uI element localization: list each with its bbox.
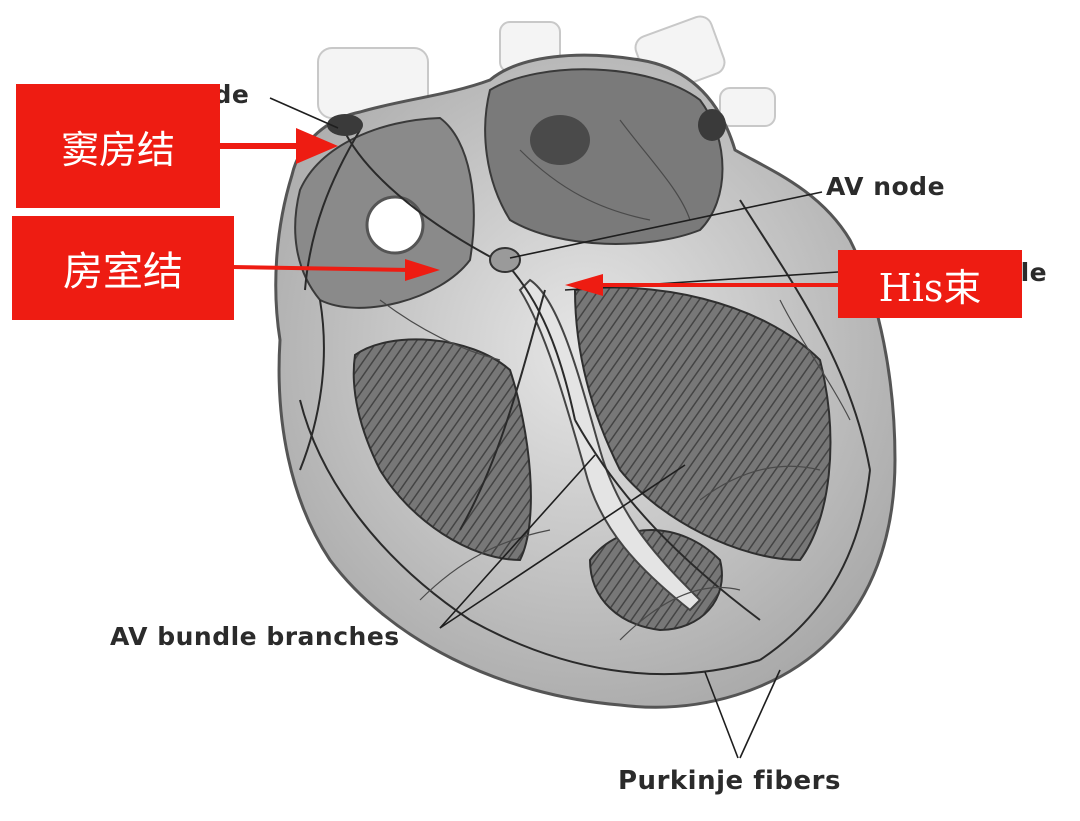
label-purkinje-fibers: Purkinje fibers — [618, 766, 841, 796]
av-node — [489, 247, 521, 273]
annotation-arrows — [218, 128, 840, 296]
annotation-av-node-text: 房室结 — [63, 249, 183, 295]
annotation-his-bundle: His束 — [838, 250, 1022, 318]
septum — [518, 278, 702, 612]
annotation-his-bundle-text: His束 — [878, 265, 982, 310]
annotation-sa-node-text: 窦房结 — [60, 127, 175, 172]
annotation-av-node: 房室结 — [12, 216, 234, 320]
annotation-sa-node: 窦房结 — [16, 84, 220, 208]
right-ventricle — [352, 338, 532, 562]
vena-cava-opening — [365, 195, 425, 255]
left-ventricle — [573, 286, 832, 562]
left-atrium — [484, 68, 724, 245]
label-av-node: AV node — [826, 172, 946, 201]
label-av-bundle-branches: AV bundle branches — [110, 622, 400, 651]
sa-node — [327, 114, 363, 136]
